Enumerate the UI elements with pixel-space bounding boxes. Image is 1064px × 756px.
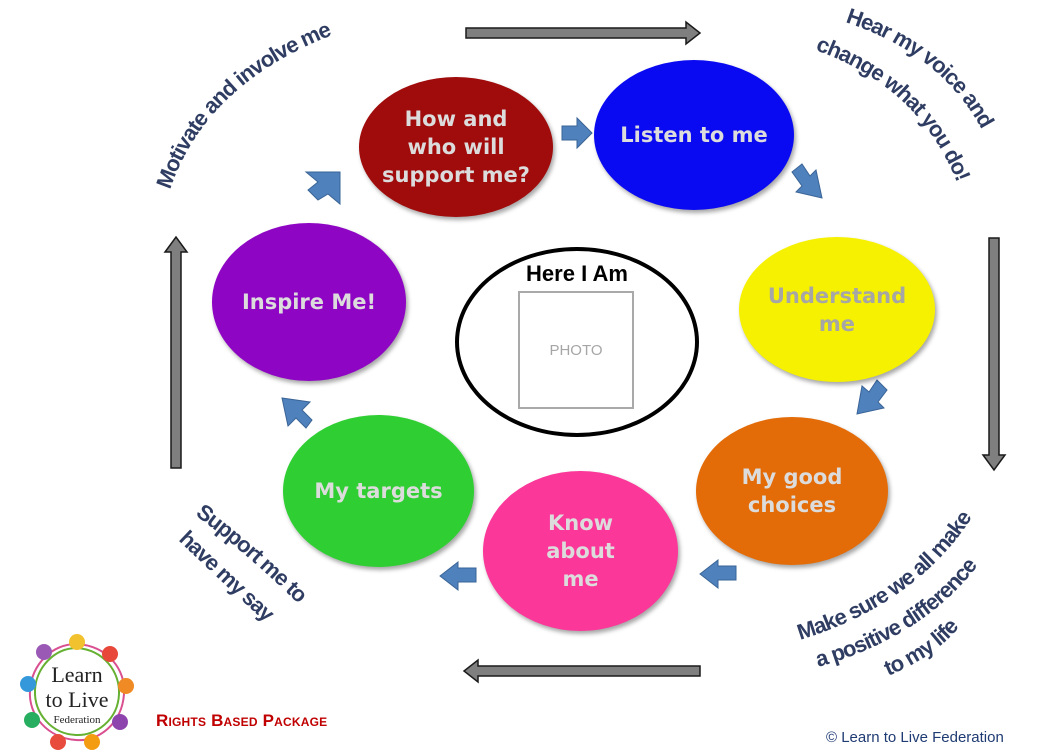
outer-arrow-left <box>163 235 189 469</box>
circle-support-label: How and who will support me? <box>382 107 530 187</box>
phrase-top-left: Motivate and involve me <box>151 16 334 191</box>
logo-line2: to Live <box>45 687 109 712</box>
circle-listen: Listen to me <box>594 60 794 210</box>
flow-arrow-3 <box>856 379 888 415</box>
circle-understand: Understand me <box>739 237 935 382</box>
circle-support: How and who will support me? <box>359 77 553 217</box>
circle-listen-label: Listen to me <box>620 123 768 147</box>
outer-arrow-top <box>465 20 702 46</box>
circle-know-about-label: Know about me <box>546 511 615 591</box>
phrase-top-right-2: change what you do! <box>813 31 975 184</box>
center-circle: Here I Am PHOTO <box>455 247 699 437</box>
logo-line3: Federation <box>53 714 101 726</box>
circle-inspire: Inspire Me! <box>212 223 406 381</box>
circle-targets: My targets <box>283 415 474 567</box>
logo-line1: Learn <box>51 662 103 687</box>
photo-label: PHOTO <box>549 341 603 359</box>
outer-arrow-right <box>981 237 1007 472</box>
flow-arrow-1 <box>561 116 593 150</box>
flow-arrow-4 <box>699 558 737 590</box>
logo-ring-icon <box>20 634 134 750</box>
learn-to-live-logo: Learn to Live Federation <box>18 632 136 751</box>
circle-good-choices-label: My good choices <box>741 465 843 517</box>
center-title: Here I Am <box>526 261 628 286</box>
flow-arrow-5 <box>439 560 477 592</box>
package-label: Rights Based Package <box>156 711 328 730</box>
flow-arrow-2 <box>791 163 823 199</box>
flow-arrow-7 <box>304 171 341 206</box>
circle-know-about: Know about me <box>483 471 678 631</box>
copyright: © Learn to Live Federation <box>826 729 1004 746</box>
circle-good-choices: My good choices <box>696 417 888 565</box>
circle-targets-label: My targets <box>314 479 443 503</box>
flow-arrow-6 <box>281 397 313 429</box>
photo-placeholder: PHOTO <box>518 291 634 409</box>
circle-inspire-label: Inspire Me! <box>241 290 377 314</box>
outer-arrow-bottom <box>462 658 701 684</box>
circle-understand-label: Understand me <box>767 283 907 336</box>
